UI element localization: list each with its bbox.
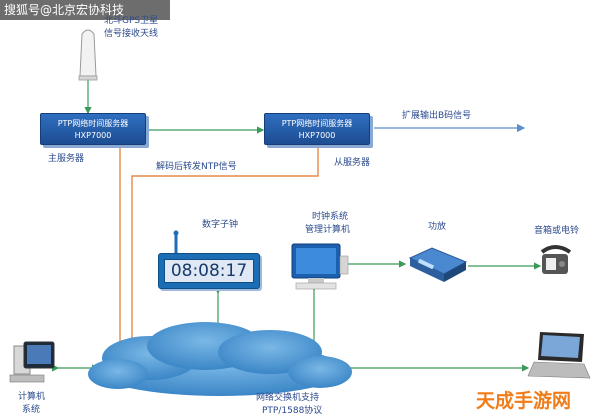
speaker-label: 音箱或电铃 bbox=[534, 226, 580, 236]
left-computer-label-line2: 系统 bbox=[22, 405, 41, 415]
switch-label-line2: PTP/1588协议 bbox=[262, 406, 323, 416]
slave-server-type: HXP7000 bbox=[298, 131, 336, 140]
left-computer-icon bbox=[9, 341, 55, 383]
ntp-link-slave bbox=[127, 139, 323, 352]
laptop-icon bbox=[527, 332, 591, 379]
main-server-box[interactable]: PTP网络时间服务器 HXP7000 bbox=[40, 113, 146, 145]
amplifier-label: 功放 bbox=[428, 222, 447, 232]
left-computer-label-line1: 计算机 bbox=[18, 392, 46, 402]
watermark-top: 搜狐号@北京宏协科技 bbox=[0, 0, 170, 20]
slave-server-model: PTP网络时间服务器 bbox=[281, 119, 353, 128]
main-server-caption: 主服务器 bbox=[48, 154, 85, 164]
switch-label-line1: 网络交换机支持 bbox=[256, 393, 320, 403]
amplifier-icon bbox=[408, 247, 468, 282]
network-cloud bbox=[88, 322, 352, 396]
clock-antenna-icon bbox=[173, 230, 179, 254]
speaker-icon bbox=[540, 245, 572, 274]
bcode-label: 扩展输出B码信号 bbox=[402, 111, 472, 121]
slave-server-caption: 从服务器 bbox=[334, 158, 371, 168]
brand-watermark: 天成手游网 bbox=[476, 390, 572, 412]
antenna-label-line2: 信号接收天线 bbox=[104, 29, 159, 39]
mgmt-computer-label-line1: 时钟系统 bbox=[312, 212, 349, 222]
antenna-label-line1: 北斗GPS卫星 bbox=[104, 16, 159, 26]
digital-clock-time: 08:08:17 bbox=[164, 259, 254, 283]
antenna-icon bbox=[78, 29, 98, 81]
digital-clock[interactable]: 08:08:17 bbox=[158, 253, 260, 289]
main-server-model: PTP网络时间服务器 bbox=[57, 119, 129, 128]
mgmt-computer-icon bbox=[291, 243, 349, 290]
digital-clock-label: 数字子钟 bbox=[202, 220, 239, 230]
main-server-type: HXP7000 bbox=[74, 131, 112, 140]
slave-server-box[interactable]: PTP网络时间服务器 HXP7000 bbox=[264, 113, 370, 145]
mgmt-computer-label-line2: 管理计算机 bbox=[305, 225, 351, 235]
ntp-label: 解码后转发NTP信号 bbox=[156, 162, 237, 172]
